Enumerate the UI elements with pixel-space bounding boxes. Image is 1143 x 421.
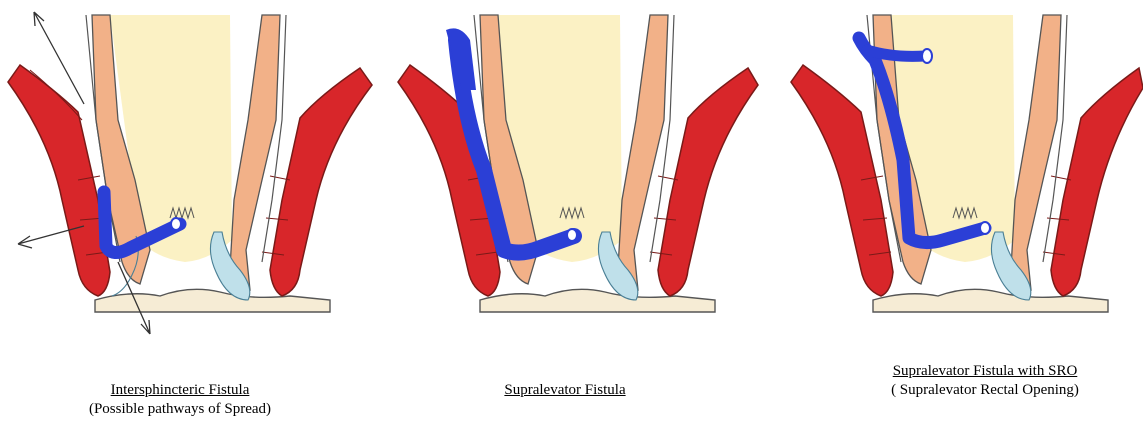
internal-opening	[980, 222, 990, 234]
panel-supralevator-sro: Supralevator Fistula with SRO ( Supralev…	[763, 0, 1143, 421]
caption-intersphincteric: Intersphincteric Fistula (Possible pathw…	[55, 381, 305, 419]
anorectal-diagram-3	[763, 0, 1143, 350]
panel-title: Supralevator Fistula	[440, 381, 690, 400]
anorectal-diagram-1	[0, 0, 380, 350]
fistula-rectal-branch	[867, 50, 925, 56]
right-internal-sphincter	[1011, 15, 1061, 290]
right-internal-sphincter	[618, 15, 668, 290]
panel-intersphincteric: Intersphincteric Fistula (Possible pathw…	[0, 0, 380, 421]
right-internal-sphincter	[230, 15, 280, 290]
perineal-skin	[480, 289, 715, 312]
right-levator-muscle	[270, 68, 372, 296]
perineal-skin	[95, 289, 330, 312]
panel-title: Supralevator Fistula with SRO	[855, 362, 1115, 381]
right-levator-muscle	[1051, 68, 1143, 296]
panel-subtitle: ( Supralevator Rectal Opening)	[855, 381, 1115, 400]
perineal-skin	[873, 289, 1108, 312]
anal-canal-anatomy	[8, 15, 372, 312]
anal-canal-anatomy	[791, 15, 1143, 312]
anorectal-diagram-2	[380, 0, 760, 350]
internal-opening	[171, 218, 181, 230]
panel-title: Intersphincteric Fistula	[55, 381, 305, 400]
right-levator-muscle	[658, 68, 758, 296]
panel-supralevator: Supralevator Fistula	[380, 0, 760, 421]
caption-supralevator-sro: Supralevator Fistula with SRO ( Supralev…	[855, 362, 1115, 400]
supralevator-rectal-opening	[922, 49, 932, 63]
internal-opening	[567, 229, 577, 241]
panel-subtitle: (Possible pathways of Spread)	[55, 400, 305, 419]
caption-supralevator: Supralevator Fistula	[440, 381, 690, 400]
